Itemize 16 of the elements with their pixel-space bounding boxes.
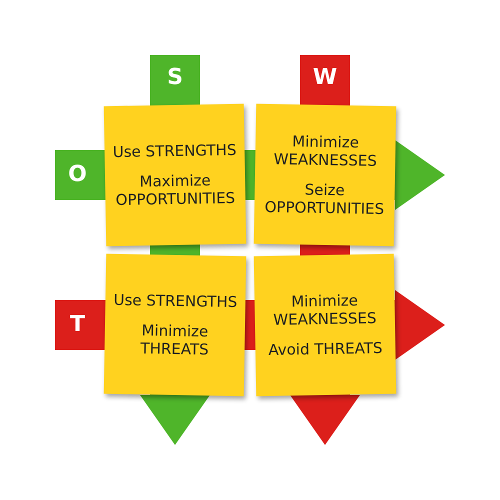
quadrant-letter: T xyxy=(68,311,86,339)
note-text: Maximize OPPORTUNITIES xyxy=(114,170,236,210)
note-text: Use STRENGTHS xyxy=(112,140,238,162)
sticky-note xyxy=(104,104,246,246)
note-text: Minimize WEAKNESSES xyxy=(272,132,378,170)
note-text: Avoid THREATS xyxy=(267,338,384,360)
quadrant-letter: W xyxy=(312,64,338,92)
sticky-note xyxy=(104,254,246,396)
quadrant-letter: S xyxy=(166,64,184,92)
quadrant-letter: O xyxy=(67,161,88,189)
note-text: Minimize THREATS xyxy=(139,320,210,360)
note-text: Minimize WEAKNESSES xyxy=(272,290,378,330)
note-text: Use STRENGTHS xyxy=(112,290,238,312)
note-text: Seize OPPORTUNITIES xyxy=(264,180,386,218)
sticky-note xyxy=(254,104,396,246)
sticky-note xyxy=(254,254,396,396)
